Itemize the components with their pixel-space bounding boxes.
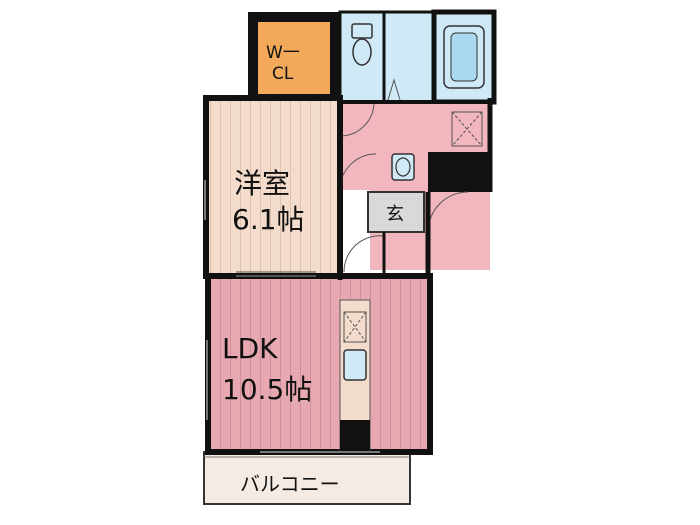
genkan-label: 玄 <box>386 204 404 225</box>
ldk-room-name: LDK <box>222 332 278 365</box>
balcony-area <box>203 451 411 505</box>
wcl-label-line1: W一 <box>266 43 300 63</box>
balcony-label: バルコニー <box>240 472 340 496</box>
western-room-size: 6.1帖 <box>232 203 305 236</box>
western-room-name: 洋室 <box>234 167 291 200</box>
wcl-label-line2: CL <box>272 64 294 84</box>
ldk-room-size: 10.5帖 <box>222 373 313 406</box>
storage-block <box>428 152 492 192</box>
genkan-area <box>367 191 425 233</box>
